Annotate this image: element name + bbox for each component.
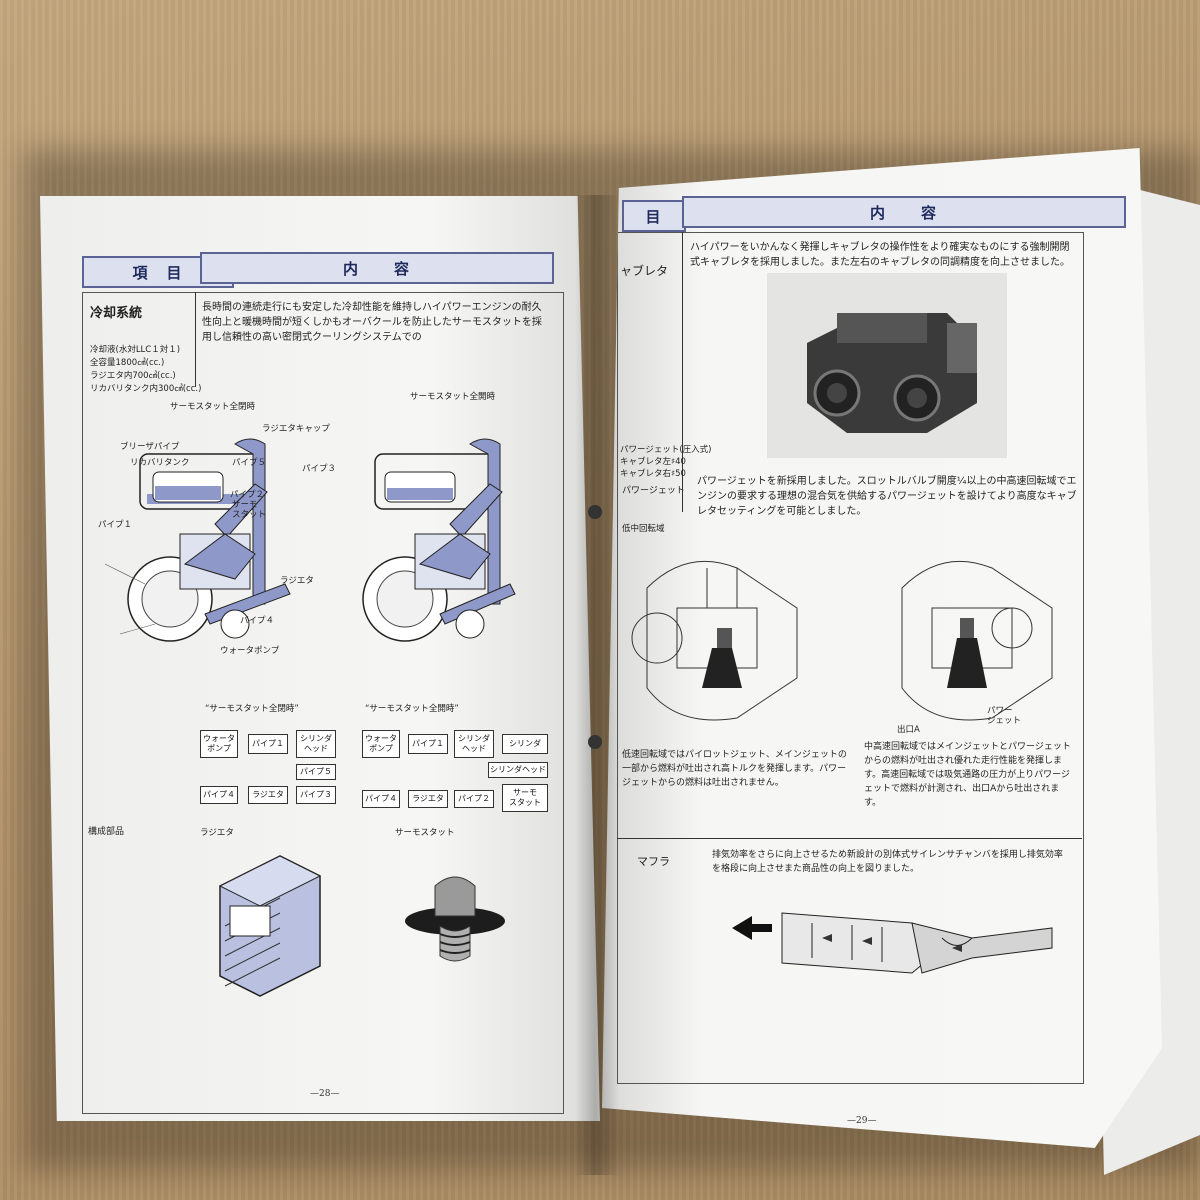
flow1-cylinder-head: シリンダ ヘッド — [296, 730, 336, 758]
spec-power-jet: パワージェット(圧入式) — [620, 445, 712, 455]
part-thermostat-label: サーモスタット — [395, 828, 455, 838]
label-pipe2: パイプ２ — [230, 490, 265, 500]
right-header-item: 目 — [622, 200, 686, 232]
spec-tank: リカバリタンク内300㎤(cc.) — [90, 384, 202, 394]
label-pipe3: パイプ３ — [302, 464, 337, 474]
radiator-illustration — [218, 855, 322, 997]
spec-total: 全容量1800㎤(cc.) — [90, 358, 165, 368]
left-header-content: 内 容 — [200, 252, 554, 284]
power-jet-text: パワージェットを新採用しました。スロットルバルブ開度¼以上の中高速回転域でエンジ… — [697, 476, 1077, 517]
flow2-thermostat: サーモ スタット — [502, 784, 548, 812]
label-pipe5: パイプ５ — [232, 458, 267, 468]
flow1-pipe4: パイプ４ — [200, 786, 238, 804]
low-speed-text: 低速回転域ではパイロットジェット、メインジェットの一部から燃料が吐出され高トルク… — [622, 750, 847, 788]
page-number-right: —29— — [847, 1116, 877, 1126]
binder-hole-bottom — [588, 735, 602, 749]
flow2-title: “サーモスタット全開時” — [365, 704, 459, 714]
parts-title: 構成部品 — [88, 827, 125, 837]
flow2-water-pump: ウォータ ポンプ — [362, 730, 400, 758]
carb-title: ャブレタ — [620, 264, 669, 278]
diagram1-caption: サーモスタット全閉時 — [170, 402, 256, 412]
label-thermostat: サーモ スタット — [232, 500, 267, 520]
flow2-pipe4: パイプ４ — [362, 790, 400, 808]
flow2-cylinder-head2: シリンダヘッド — [488, 762, 548, 778]
flow1-radiator: ラジエタ — [248, 786, 288, 804]
carburetor-photo — [767, 273, 1007, 458]
flow1-pipe5: パイプ５ — [296, 764, 336, 780]
flow2-pipe1: パイプ１ — [408, 734, 448, 754]
right-header-content: 内 容 — [682, 196, 1126, 228]
label-pipe4: パイプ４ — [240, 616, 275, 626]
right-table-divider — [682, 232, 683, 512]
flow2-pipe2: パイプ２ — [454, 790, 494, 808]
carb-text: ハイパワーをいかんなく発揮しキャブレタの操作性をより確実なものにする強制開閉式キ… — [690, 242, 1070, 268]
engine-diagram-open — [362, 438, 516, 642]
page-number-left: —28— — [310, 1089, 340, 1099]
power-jet-callout: パワー ジェット — [987, 706, 1022, 726]
flow2-cylinder-head: シリンダ ヘッド — [454, 730, 494, 758]
label-breather-pipe: ブリーザパイプ — [120, 442, 180, 452]
flow1-pipe1: パイプ１ — [248, 734, 288, 754]
low-mid-label: 低中回転域 — [622, 524, 665, 534]
spec-carb-right: キャブレタ右♯50 — [620, 469, 686, 479]
spec-carb-left: キャブレタ左♯40 — [620, 457, 686, 467]
muffler-divider — [617, 838, 1082, 839]
muffler-illustration — [732, 912, 1053, 974]
spec-radiator: ラジエタ内700㎤(cc.) — [90, 371, 176, 381]
outlet-a-label: 出口A — [897, 725, 920, 735]
label-radiator-cap: ラジエタキャップ — [262, 424, 330, 434]
muffler-text: 排気効率をさらに向上させるため新設計の別体式サイレンサチャンバを採用し排気効率を… — [712, 850, 1063, 874]
thermostat-illustration — [405, 876, 505, 962]
high-speed-text: 中高速回転域ではメインジェットとパワージェットからの燃料が吐出され優れた走行性能… — [864, 742, 1071, 808]
left-table-border — [82, 292, 564, 1114]
flow1-pipe3: パイプ３ — [296, 786, 336, 804]
part-radiator-label: ラジエタ — [200, 828, 234, 838]
engine-diagram-closed — [104, 438, 291, 642]
carb-cutaway-high — [901, 560, 1053, 721]
right-table-border — [617, 232, 1084, 1084]
right-page: 目 内 容 ャブレタ ハイパワーをいかんなく発揮しキャブレタの操作性をより確実な… — [602, 148, 1162, 1148]
flow2-cylinder: シリンダ — [502, 734, 548, 754]
cooling-specs: 冷却液(水対LLC１対１) 全容量1800㎤(cc.) ラジエタ内700㎤(cc… — [90, 344, 201, 396]
label-recovery-tank: リカバリタンク — [130, 458, 190, 468]
flow2-radiator: ラジエタ — [408, 790, 448, 808]
label-radiator: ラジエタ — [280, 576, 314, 586]
section-title: 冷却系統 — [90, 306, 143, 321]
label-pipe1: パイプ１ — [98, 520, 133, 530]
muffler-title: マフラ — [637, 855, 670, 868]
diagram2-caption: サーモスタット全開時 — [410, 392, 496, 402]
left-page: 項 目 内 容 冷却系統 長時間の連続走行にも安定した冷却性能を維持しハイパワー… — [40, 196, 600, 1121]
carb-specs: パワージェット(圧入式) キャブレタ左♯40 キャブレタ右♯50 — [620, 444, 711, 480]
flow1-water-pump: ウォータ ポンプ — [200, 730, 238, 758]
binder-hole-top — [588, 505, 602, 519]
flow1-title: “サーモスタット全閉時” — [205, 704, 299, 714]
power-jet-label-left: パワージェット — [622, 486, 685, 496]
cooling-intro: 長時間の連続走行にも安定した冷却性能を維持しハイパワーエンジンの耐久性向上と暖機… — [202, 302, 542, 343]
label-water-pump: ウォータポンプ — [220, 646, 280, 656]
carb-cutaway-low — [631, 560, 798, 721]
left-table-divider — [195, 292, 196, 387]
spec-coolant: 冷却液(水対LLC１対１) — [90, 345, 181, 355]
